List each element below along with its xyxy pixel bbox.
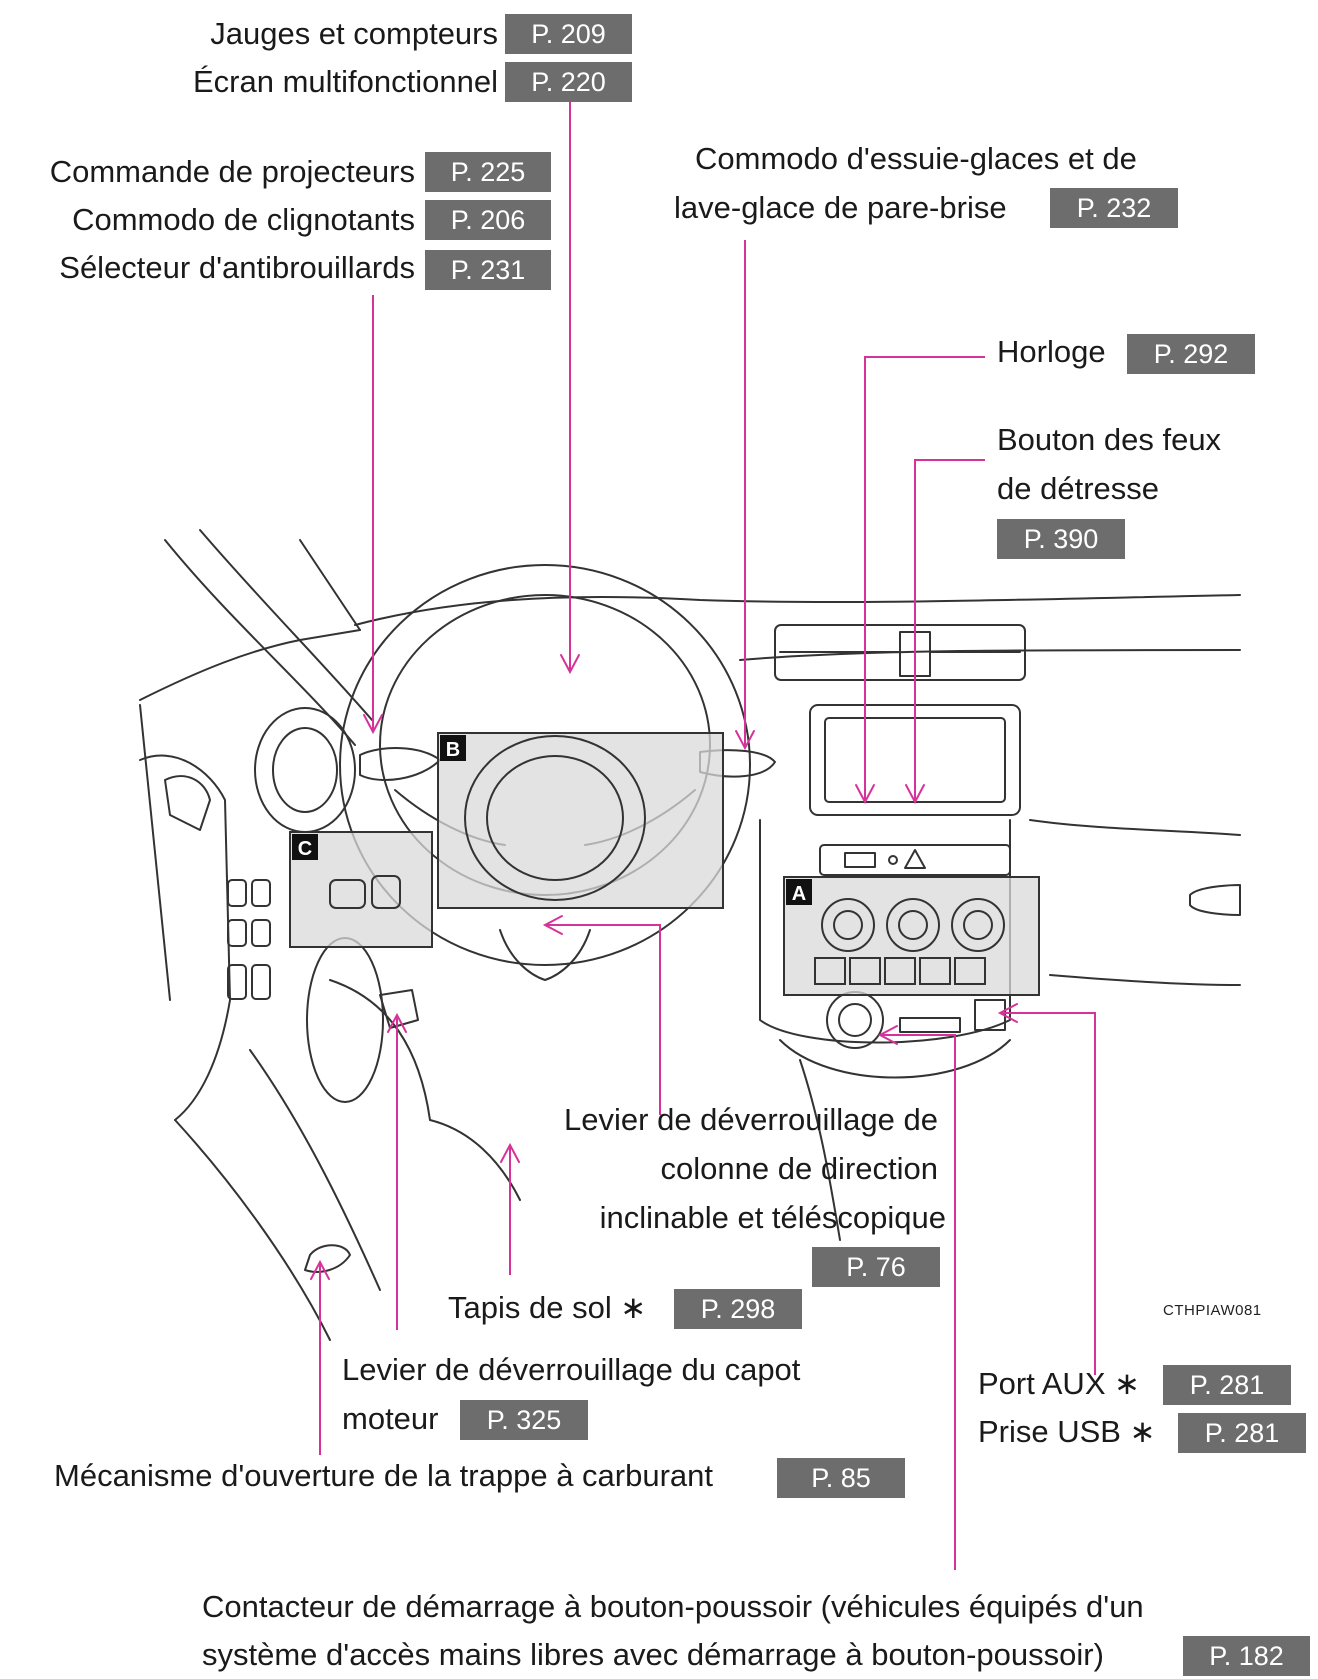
- label-capot-line2: moteur: [342, 1401, 439, 1436]
- page-ref-ecran[interactable]: P. 220: [505, 62, 632, 102]
- page-ref-capot[interactable]: P. 325: [460, 1400, 588, 1440]
- label-detresse-line2: de détresse: [997, 471, 1159, 506]
- label-clignotants: Commodo de clignotants: [72, 202, 415, 237]
- svg-text:B: B: [446, 739, 460, 761]
- marker-b: B: [440, 735, 466, 761]
- label-capot-line1: Levier de déverrouillage du capot: [342, 1352, 801, 1387]
- page-ref-usb[interactable]: P. 281: [1178, 1413, 1306, 1453]
- page-ref-antibrouillards[interactable]: P. 231: [425, 250, 551, 290]
- page-ref-jauges[interactable]: P. 209: [505, 14, 632, 54]
- label-jauges: Jauges et compteurs: [210, 16, 498, 51]
- label-detresse-line1: Bouton des feux: [997, 422, 1222, 457]
- label-tapis: Tapis de sol ∗: [448, 1290, 647, 1325]
- label-projecteurs: Commande de projecteurs: [49, 154, 415, 189]
- label-usb: Prise USB ∗: [978, 1414, 1156, 1449]
- marker-a: A: [786, 879, 812, 905]
- label-horloge: Horloge: [997, 334, 1106, 369]
- label-levier-col-line2: colonne de direction: [660, 1151, 938, 1186]
- label-levier-col-line3: inclinable et téléscopique: [599, 1200, 946, 1235]
- label-essuie-line1: Commodo d'essuie-glaces et de: [695, 141, 1137, 176]
- label-demarrage-line2: système d'accès mains libres avec démarr…: [202, 1637, 1104, 1672]
- page-ref-levier-col[interactable]: P. 76: [812, 1247, 940, 1287]
- svg-text:C: C: [298, 838, 312, 860]
- label-aux: Port AUX ∗: [978, 1366, 1141, 1401]
- page-ref-essuie[interactable]: P. 232: [1050, 188, 1178, 228]
- page-ref-horloge[interactable]: P. 292: [1127, 334, 1255, 374]
- page-ref-projecteurs[interactable]: P. 225: [425, 152, 551, 192]
- page-ref-aux[interactable]: P. 281: [1163, 1365, 1291, 1405]
- label-demarrage-line1: Contacteur de démarrage à bouton-poussoi…: [202, 1589, 1144, 1624]
- label-levier-col-line1: Levier de déverrouillage de: [564, 1102, 938, 1137]
- page-ref-tapis[interactable]: P. 298: [674, 1289, 802, 1329]
- label-trappe: Mécanisme d'ouverture de la trappe à car…: [54, 1458, 714, 1493]
- svg-text:A: A: [792, 883, 806, 905]
- page-ref-clignotants[interactable]: P. 206: [425, 200, 551, 240]
- label-ecran: Écran multifonctionnel: [193, 64, 498, 99]
- page-ref-trappe[interactable]: P. 85: [777, 1458, 905, 1498]
- page-ref-demarrage[interactable]: P. 182: [1183, 1636, 1310, 1676]
- label-antibrouillards: Sélecteur d'antibrouillards: [59, 250, 415, 285]
- page-ref-detresse[interactable]: P. 390: [997, 519, 1125, 559]
- label-essuie-line2: lave-glace de pare-brise: [674, 190, 1007, 225]
- figure-code: CTHPIAW081: [1163, 1302, 1262, 1319]
- marker-c: C: [292, 834, 318, 860]
